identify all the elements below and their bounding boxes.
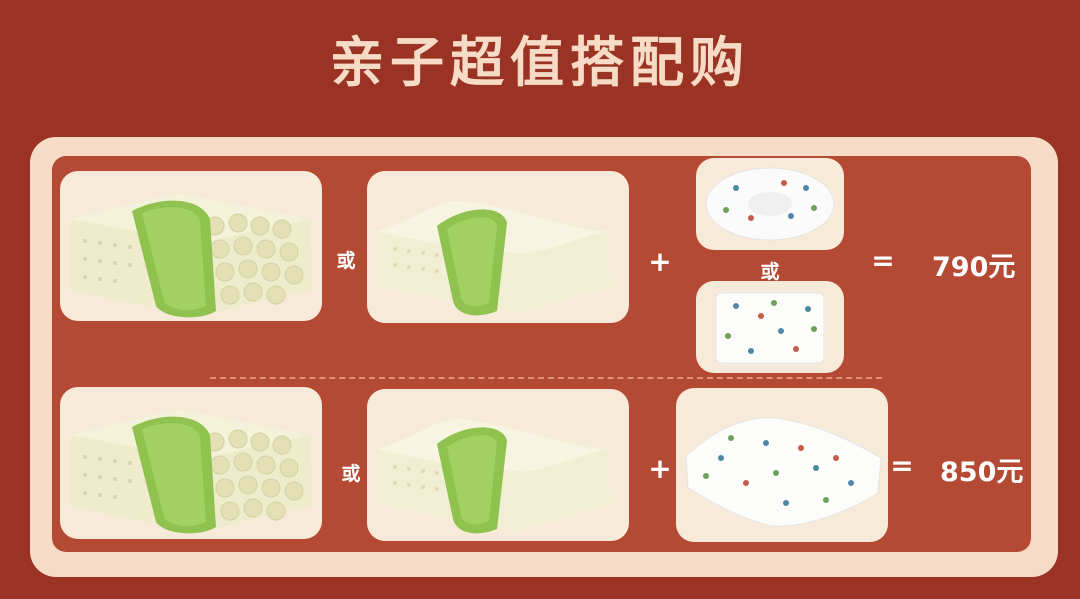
- kids-contour-pillow-image: [685, 417, 882, 527]
- or-label-row2: 或: [341, 463, 361, 485]
- smooth-pillow-card-row2[interactable]: [367, 389, 629, 541]
- wave-pillow-image: [70, 409, 312, 534]
- price-row1: 790元: [932, 252, 1016, 283]
- plus-sign-row1: +: [648, 245, 672, 278]
- or-label-row1-b: 或: [760, 261, 780, 283]
- wave-pillow-image: [70, 193, 312, 318]
- kids-contour-pillow-card[interactable]: [676, 388, 888, 542]
- smooth-pillow-card-row1[interactable]: [367, 171, 629, 323]
- flat-pillow-image: [715, 292, 825, 364]
- oval-pillow-card[interactable]: [696, 158, 844, 250]
- or-label-row1-a: 或: [336, 250, 356, 272]
- oval-pillow-image: [705, 167, 835, 241]
- equals-sign-row2: =: [890, 449, 914, 482]
- page-title: 亲子超值搭配购: [330, 31, 750, 94]
- plus-sign-row2: +: [648, 452, 672, 485]
- smooth-pillow-image: [377, 419, 612, 534]
- equals-sign-row1: =: [871, 244, 895, 277]
- flat-pillow-card[interactable]: [696, 281, 844, 373]
- smooth-pillow-image: [377, 201, 612, 316]
- price-row2: 850元: [940, 457, 1024, 488]
- wave-pillow-card-row2[interactable]: [60, 387, 322, 539]
- wave-pillow-card-row1[interactable]: [60, 171, 322, 321]
- row-divider: [210, 377, 882, 379]
